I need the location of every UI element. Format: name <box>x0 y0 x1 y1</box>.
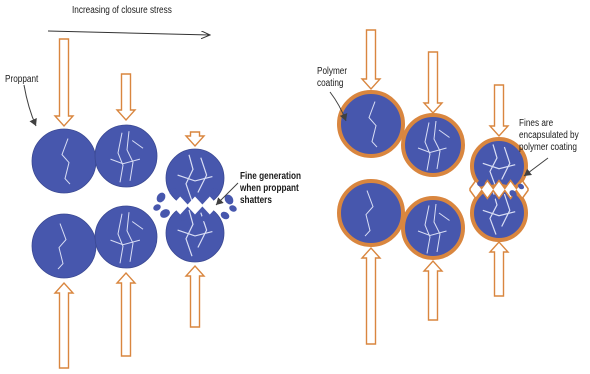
stress-arrow-up <box>117 273 135 356</box>
coated-proppant-grain <box>403 198 463 258</box>
grain-bottom <box>32 214 96 278</box>
stress-arrow-down <box>186 132 204 146</box>
stress-arrow-down <box>117 74 135 120</box>
stress-arrow-up <box>55 283 73 368</box>
proppant-grain <box>95 125 157 187</box>
proppant-grain <box>95 206 157 268</box>
fines-encapsulated-line-2: encapsulated by <box>519 130 579 142</box>
stress-direction-arrow <box>48 31 210 35</box>
grain-top <box>95 125 157 187</box>
stress-arrow-down <box>55 39 73 126</box>
grain-top <box>403 115 463 175</box>
coated-proppant-grain <box>403 115 463 175</box>
proppant-grain <box>32 214 96 278</box>
coated-proppant-grain <box>339 92 403 156</box>
grain-top <box>32 129 96 193</box>
fine-generation-line-2: when proppant <box>240 183 299 195</box>
polymer-coating-line-2: coating <box>317 78 343 90</box>
polymer-coating-line-1: Polymer <box>317 66 347 78</box>
grain-bottom <box>339 181 403 245</box>
proppant-pointer <box>24 85 36 126</box>
stress-arrow-up <box>186 266 204 327</box>
coated-proppant-grain <box>339 181 403 245</box>
proppant-grain <box>32 129 96 193</box>
fines-encapsulated-line-1: Fines are <box>519 118 553 130</box>
fines-encapsulated-line-3: polymer coating <box>519 142 577 154</box>
fine-generation-line-3: shatters <box>240 195 272 207</box>
stress-arrow-down <box>424 52 442 113</box>
fine-generation-line-1: Fine generation <box>240 171 301 183</box>
title-label: Increasing of closure stress <box>72 5 172 17</box>
stress-arrow-down <box>362 30 380 89</box>
grain-bottom <box>403 198 463 258</box>
stress-arrow-down <box>490 85 508 136</box>
grain-bottom <box>95 206 157 268</box>
stress-arrow-up <box>490 242 508 296</box>
stress-arrow-up <box>424 261 442 320</box>
proppant-label: Proppant <box>5 74 38 86</box>
stress-arrow-up <box>362 248 380 344</box>
grain-top <box>339 92 403 156</box>
